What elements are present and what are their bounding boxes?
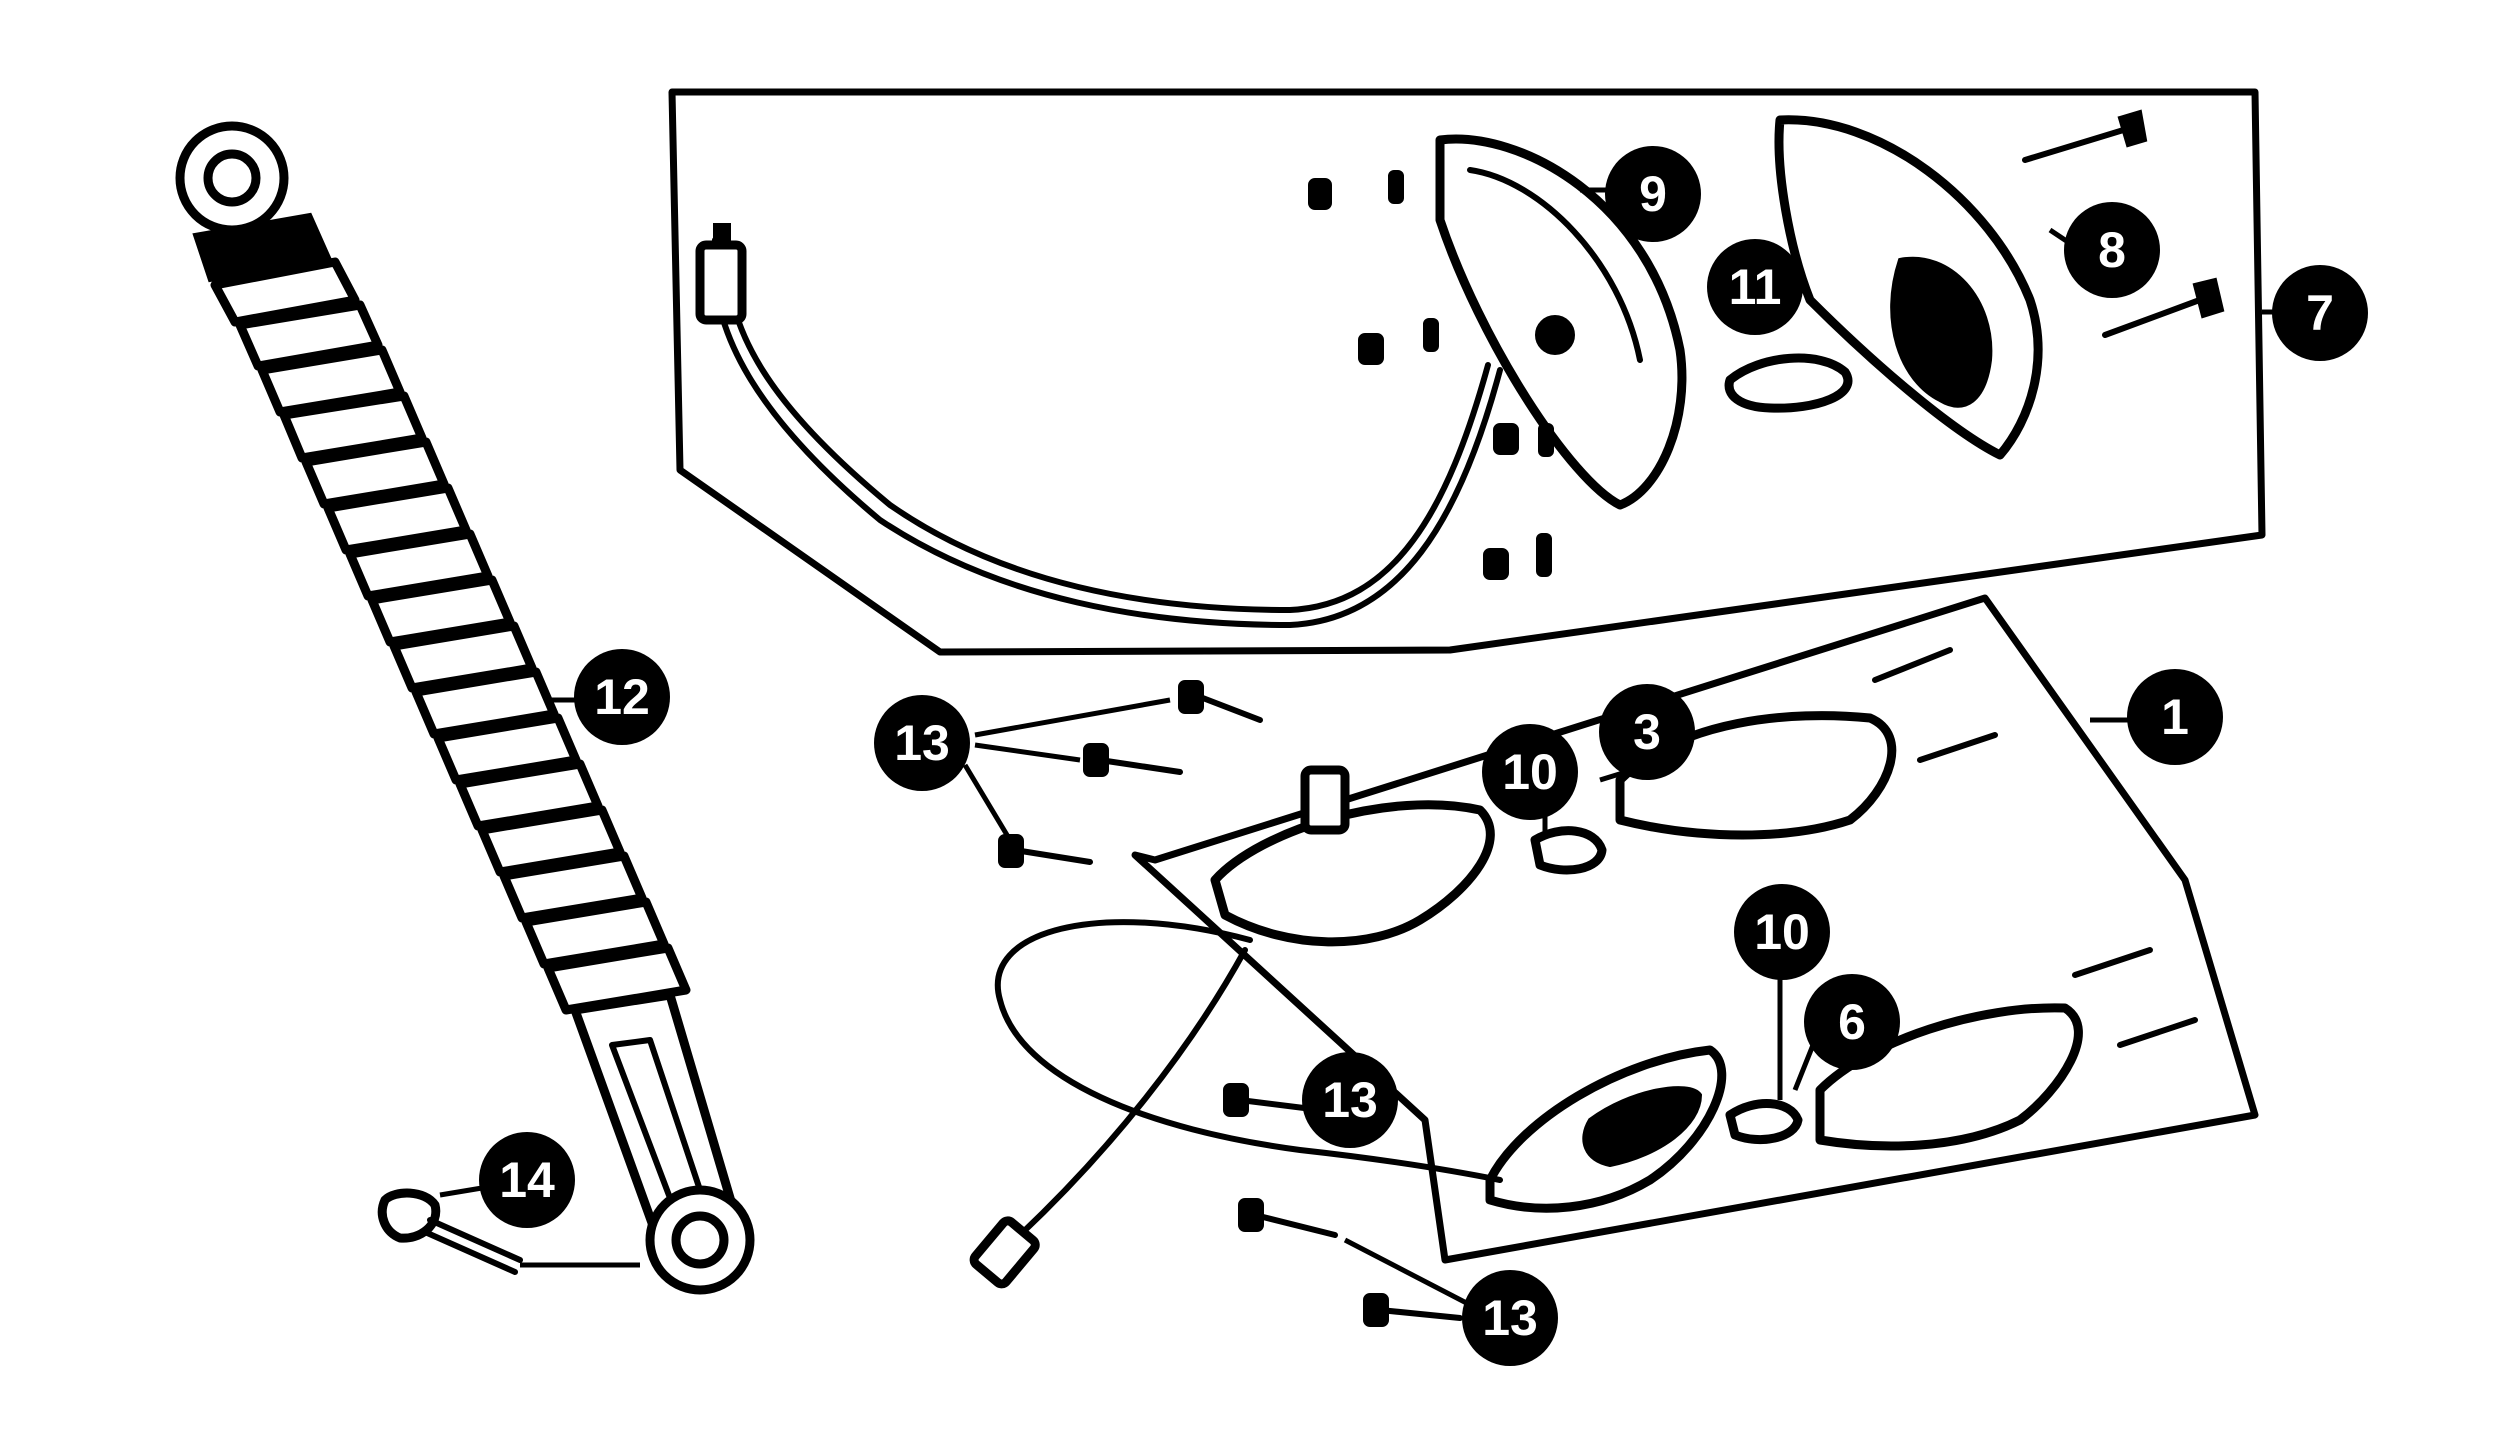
callout-13-left: 13: [874, 695, 970, 791]
shock-spring: [210, 257, 691, 1015]
bolts-13: [962, 680, 1482, 1327]
screws-7: [2022, 109, 2225, 338]
bulb-10-lower: [1725, 1099, 1803, 1145]
callout-14-label: 14: [499, 1152, 555, 1208]
turn-signal-assembly-1: [969, 594, 2259, 1289]
callout-13-middle: 13: [1302, 1052, 1398, 1148]
callout-9: 9: [1605, 146, 1701, 242]
callout-8: 8: [2064, 202, 2160, 298]
shock-absorber-12: [175, 121, 755, 1295]
callout-10-upper: 10: [1482, 724, 1578, 820]
callout-13-middle-label: 13: [1322, 1072, 1378, 1128]
callout-9-label: 9: [1639, 166, 1667, 222]
callout-12-label: 12: [594, 669, 650, 725]
callout-13-bottom: 13: [1462, 1270, 1558, 1366]
callout-13-bottom-label: 13: [1482, 1290, 1538, 1346]
bolt-14: [377, 1182, 640, 1275]
callout-14: 14: [479, 1132, 575, 1228]
callout-7-label: 7: [2306, 285, 2334, 341]
rear-light-assembly-7: [668, 88, 2275, 656]
callout-1-label: 1: [2161, 689, 2189, 745]
callout-1: 1: [2127, 669, 2223, 765]
group-frame-1: [1131, 594, 2259, 1264]
callout-3: 3: [1599, 684, 1695, 780]
callout-10-lower: 10: [1734, 884, 1830, 980]
group-frame-7: [668, 88, 2266, 656]
rear-wire-connector: [695, 240, 747, 325]
bulb-10-upper: [1530, 826, 1607, 875]
screws-1: [1872, 647, 2198, 1048]
callout-10-lower-label: 10: [1754, 904, 1810, 960]
bulb-11: [1724, 353, 1853, 413]
callout-3-label: 3: [1633, 704, 1661, 760]
callout-12: 12: [574, 649, 670, 745]
lens-6: [1815, 1003, 2083, 1151]
callout-11: 11: [1707, 239, 1803, 335]
callout-13-left-label: 13: [894, 715, 950, 771]
callout-11-label: 11: [1729, 259, 1782, 315]
fastener-nuts: [1308, 170, 1554, 580]
turn-signal-wire: [994, 919, 1503, 1183]
turn-signal-connector: [969, 1216, 1040, 1289]
callout-7: 7: [2272, 265, 2368, 361]
rear-wire-harness: [710, 237, 1503, 628]
callout-6: 6: [1804, 974, 1900, 1070]
callout-8-label: 8: [2098, 222, 2126, 278]
callout-6-label: 6: [1838, 994, 1866, 1050]
callout-10-upper-label: 10: [1502, 744, 1558, 800]
